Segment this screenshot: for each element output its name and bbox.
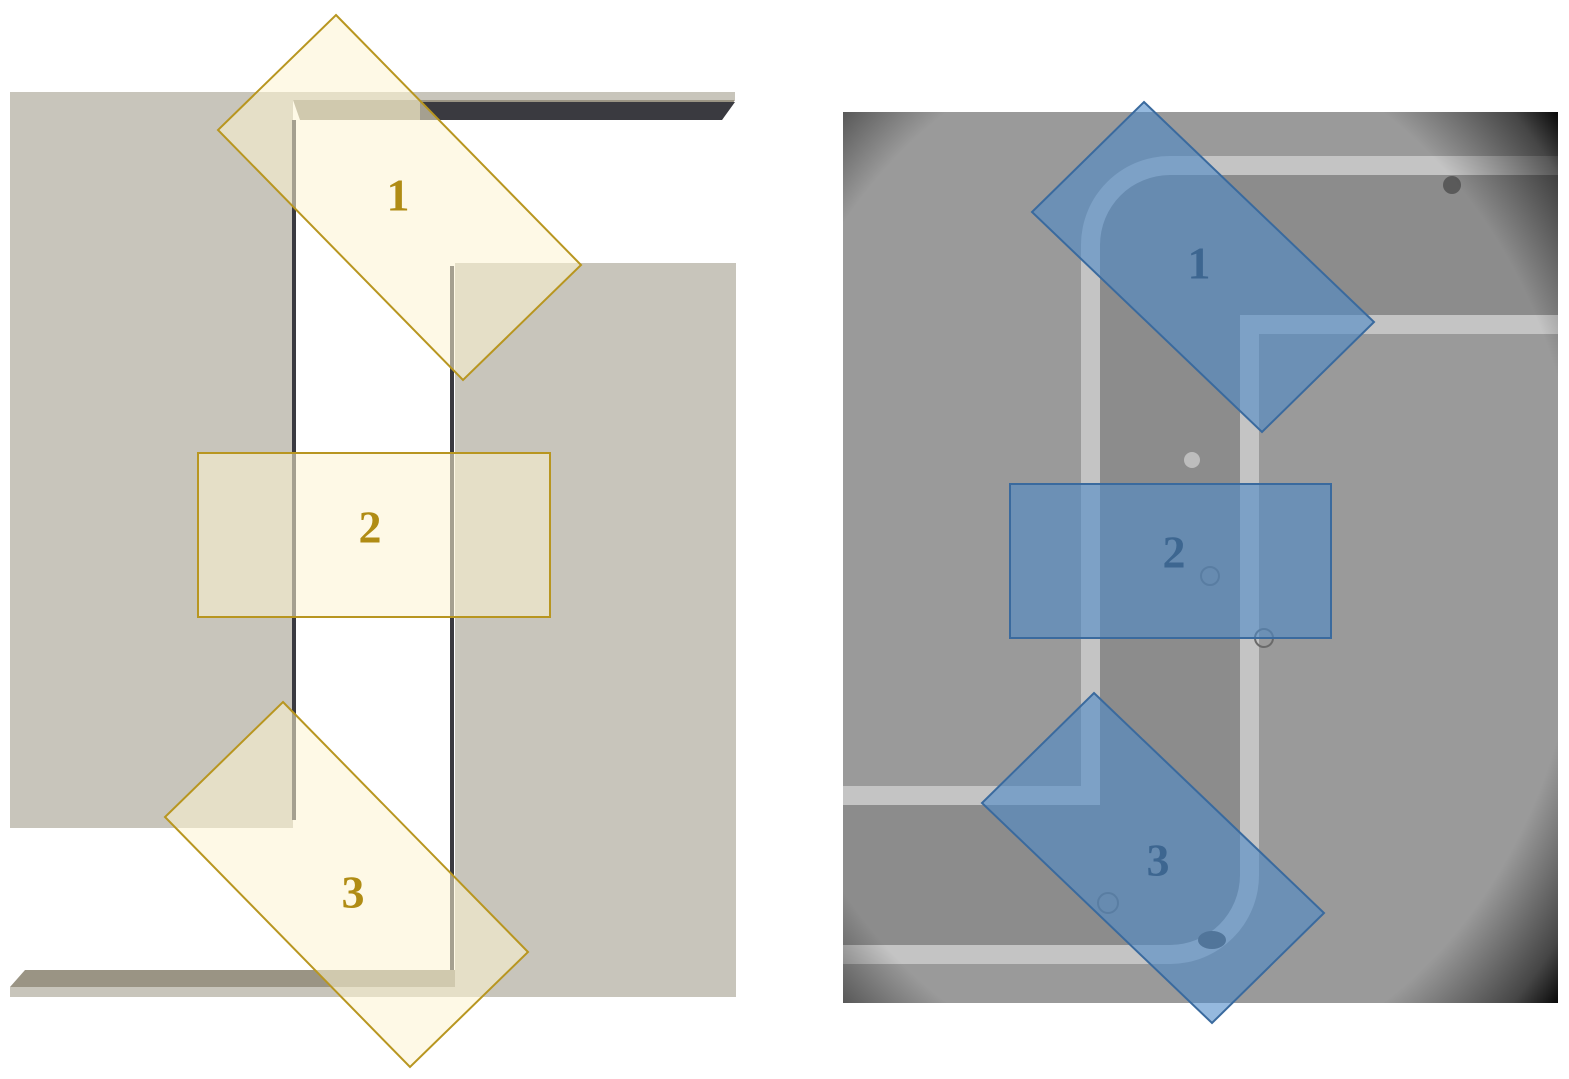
schematic-region-3: 3	[163, 700, 530, 1069]
micrograph-region-1-label: 1	[1188, 238, 1211, 289]
right-channel-edge	[450, 266, 454, 980]
schematic-region-1-box	[216, 13, 583, 382]
micrograph-region-3: 3	[980, 691, 1326, 1025]
micrograph-region-2-label: 2	[1163, 527, 1186, 578]
schematic-region-1: 1	[216, 13, 583, 382]
micrograph-region-2: 2	[1009, 483, 1332, 639]
left-electrode-plate	[10, 92, 735, 828]
micrograph-region-3-label: 3	[1147, 835, 1170, 886]
schematic-region-3-box	[163, 700, 530, 1069]
schematic-region-3-label: 3	[342, 867, 365, 918]
schematic-region-1-label: 1	[387, 170, 410, 221]
micrograph-region-1-box	[1030, 100, 1376, 434]
schematic-region-2: 2	[197, 452, 551, 618]
micrograph-region-2-box	[1009, 483, 1332, 639]
schematic-region-2-box	[197, 452, 551, 618]
micrograph-panel: 1 2 3	[843, 100, 1558, 1025]
right-electrode-plate	[10, 263, 736, 997]
micrograph-region-1: 1	[1030, 100, 1376, 434]
micrograph-region-3-box	[980, 691, 1326, 1025]
schematic-region-2-label: 2	[359, 502, 382, 553]
top-electrode-edge	[420, 102, 735, 120]
schematic-panel: 1 2 3	[10, 13, 736, 1069]
